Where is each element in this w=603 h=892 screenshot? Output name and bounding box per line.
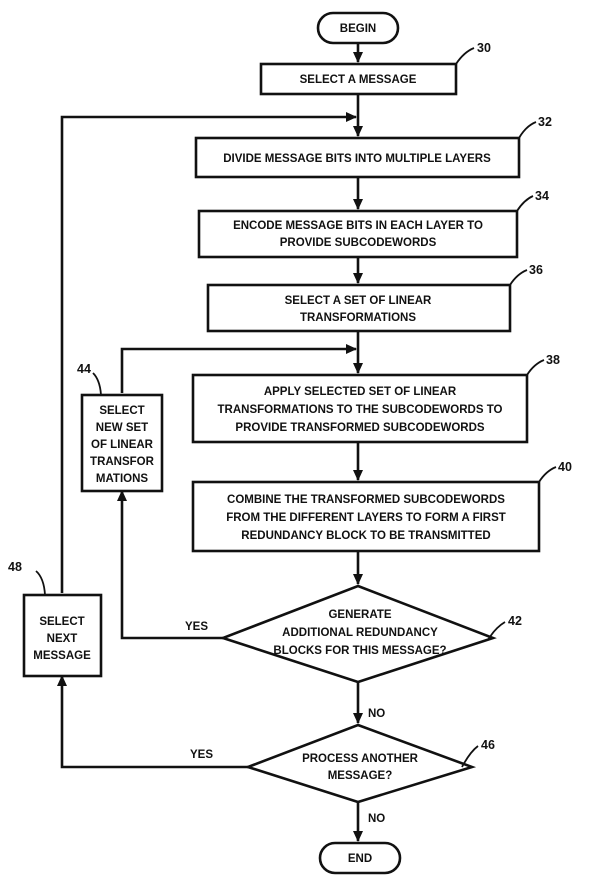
generate-line-1: GENERATE bbox=[328, 609, 391, 621]
begin-label: BEGIN bbox=[340, 23, 376, 35]
step-combine-subcodewords: COMBINE THE TRANSFORMED SUBCODEWORDS FRO… bbox=[191, 460, 572, 553]
encode-line-2: PROVIDE SUBCODEWORDS bbox=[280, 237, 437, 249]
combine-line-2: FROM THE DIFFERENT LAYERS TO FORM A FIRS… bbox=[226, 512, 506, 524]
step-select-message: SELECT A MESSAGE 30 bbox=[259, 41, 491, 96]
flow-48-to-32 bbox=[60, 112, 357, 593]
apply-line-3: PROVIDE TRANSFORMED SUBCODEWORDS bbox=[235, 422, 485, 434]
new-set-line-3: OF LINEAR bbox=[91, 439, 154, 451]
divide-line-1: DIVIDE MESSAGE BITS INTO MULTIPLE LAYERS bbox=[223, 153, 491, 165]
combine-line-3: REDUNDANCY BLOCK TO BE TRANSMITTED bbox=[241, 530, 490, 542]
step-encode-bits: ENCODE MESSAGE BITS IN EACH LAYER TO PRO… bbox=[197, 189, 549, 259]
ref-44: 44 bbox=[77, 362, 91, 376]
step-select-set: SELECT A SET OF LINEAR TRANSFORMATIONS 3… bbox=[206, 263, 543, 333]
encode-line-1: ENCODE MESSAGE BITS IN EACH LAYER TO bbox=[233, 220, 483, 232]
apply-line-2: TRANSFORMATIONS TO THE SUBCODEWORDS TO bbox=[218, 404, 503, 416]
next-message-line-1: SELECT bbox=[39, 616, 84, 628]
ref-38: 38 bbox=[546, 353, 560, 367]
generate-line-2: ADDITIONAL REDUNDANCY bbox=[282, 627, 438, 639]
flow-42-yes-to-44 bbox=[117, 490, 223, 640]
branch-generate-no: NO bbox=[368, 708, 385, 720]
new-set-line-4: TRANSFOR bbox=[90, 456, 155, 468]
combine-line-1: COMBINE THE TRANSFORMED SUBCODEWORDS bbox=[227, 494, 505, 506]
ref-34: 34 bbox=[535, 189, 549, 203]
step-apply-transformations: APPLY SELECTED SET OF LINEAR TRANSFORMAT… bbox=[191, 353, 560, 444]
next-message-line-2: NEXT bbox=[47, 633, 78, 645]
flow-46-yes-to-48 bbox=[57, 675, 248, 769]
step-select-next-message: SELECT NEXT MESSAGE 48 bbox=[8, 560, 103, 678]
apply-line-1: APPLY SELECTED SET OF LINEAR bbox=[264, 386, 457, 398]
decision-process-another: PROCESS ANOTHER MESSAGE? 46 bbox=[244, 723, 495, 804]
ref-30: 30 bbox=[477, 41, 491, 55]
new-set-line-1: SELECT bbox=[99, 405, 144, 417]
new-set-line-5: MATIONS bbox=[96, 473, 149, 485]
new-set-line-2: NEW SET bbox=[96, 422, 148, 434]
next-message-line-3: MESSAGE bbox=[33, 650, 91, 662]
connectors bbox=[57, 43, 363, 842]
flow-44-to-38 bbox=[120, 344, 357, 393]
decision-generate-redundancy: GENERATE ADDITIONAL REDUNDANCY BLOCKS FO… bbox=[219, 584, 522, 684]
step-select-new-set: SELECT NEW SET OF LINEAR TRANSFOR MATION… bbox=[77, 362, 164, 493]
generate-line-3: BLOCKS FOR THIS MESSAGE? bbox=[273, 645, 446, 657]
end-terminal: END bbox=[318, 841, 402, 875]
begin-terminal: BEGIN bbox=[316, 11, 400, 45]
branch-process-no: NO bbox=[368, 813, 385, 825]
select-set-line-2: TRANSFORMATIONS bbox=[300, 312, 416, 324]
step-divide-bits: DIVIDE MESSAGE BITS INTO MULTIPLE LAYERS… bbox=[194, 115, 552, 179]
ref-32: 32 bbox=[538, 115, 552, 129]
process-line-1: PROCESS ANOTHER bbox=[302, 753, 419, 765]
ref-40: 40 bbox=[558, 460, 572, 474]
ref-46: 46 bbox=[481, 738, 495, 752]
process-line-2: MESSAGE? bbox=[328, 770, 393, 782]
ref-36: 36 bbox=[529, 263, 543, 277]
end-label: END bbox=[348, 853, 372, 865]
select-message-line-1: SELECT A MESSAGE bbox=[300, 74, 417, 86]
branch-generate-yes: YES bbox=[185, 621, 208, 633]
select-set-line-1: SELECT A SET OF LINEAR bbox=[285, 295, 432, 307]
ref-42: 42 bbox=[508, 614, 522, 628]
branch-process-yes: YES bbox=[190, 749, 213, 761]
ref-48: 48 bbox=[8, 560, 22, 574]
